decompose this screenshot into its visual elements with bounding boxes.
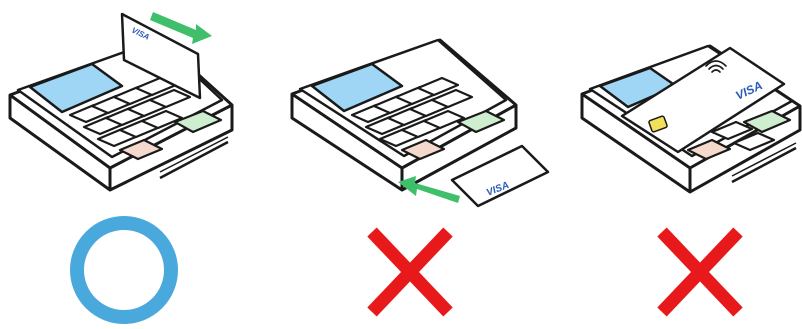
cross-icon	[372, 232, 448, 312]
cross-icon	[662, 232, 738, 312]
terminal-insert-illustration: VISA	[292, 40, 548, 206]
terminal-swipe-illustration: VISA	[10, 12, 232, 190]
insert-arrow-icon	[398, 176, 460, 203]
terminal-contactless-illustration: VISA	[582, 46, 800, 192]
circle-icon	[77, 223, 171, 317]
